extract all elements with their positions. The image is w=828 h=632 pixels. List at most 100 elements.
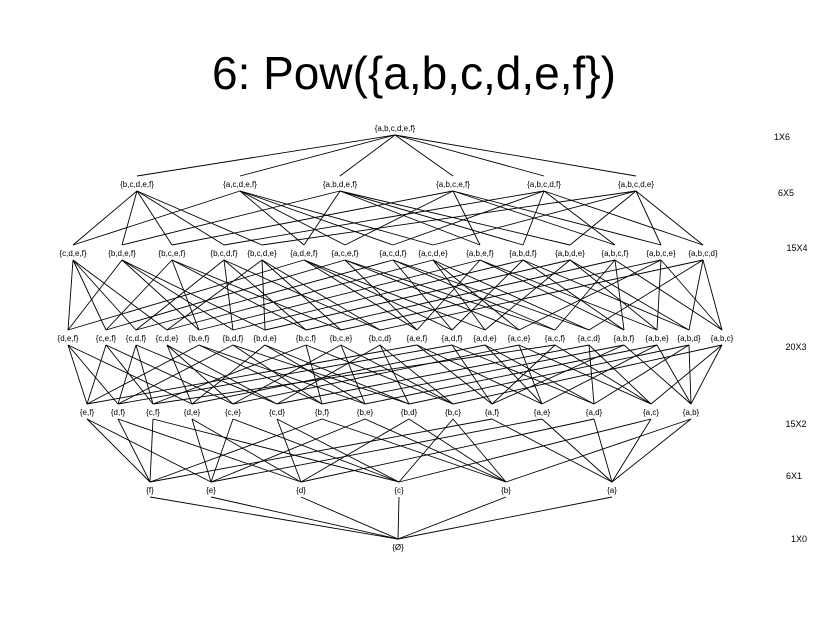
subset-edge bbox=[223, 259, 234, 331]
set-node-label: {a,b,c,d} bbox=[688, 249, 718, 258]
node-label-background bbox=[399, 333, 435, 343]
subset-edge bbox=[398, 418, 454, 483]
level-count-label: 1X0 bbox=[791, 534, 807, 544]
subset-edge bbox=[397, 496, 613, 540]
subset-edge bbox=[688, 344, 692, 405]
subset-edge bbox=[392, 259, 590, 331]
subset-edge bbox=[210, 418, 234, 483]
node-label-background bbox=[105, 407, 131, 417]
subset-edge bbox=[261, 190, 637, 246]
level-count-label: 20X3 bbox=[785, 342, 806, 352]
subset-edge bbox=[264, 259, 571, 331]
subset-edge bbox=[656, 259, 662, 331]
subset-edge bbox=[210, 418, 366, 483]
subset-edge bbox=[67, 344, 88, 405]
lattice-level-4: {e,f}{d,f}{c,f}{d,e}{c,e}{c,d}{b,f}{b,e}… bbox=[74, 407, 704, 417]
set-node-label: {c,f} bbox=[146, 408, 160, 417]
node-label-background bbox=[179, 407, 205, 417]
subset-edge bbox=[650, 344, 723, 405]
set-node-label: {e,f} bbox=[80, 408, 95, 417]
subset-edge bbox=[408, 418, 507, 483]
subset-edge bbox=[86, 418, 212, 483]
lattice-level-6: {Ø} bbox=[389, 542, 407, 552]
set-node-label: {a,d,f} bbox=[442, 334, 463, 343]
subset-edge bbox=[121, 190, 341, 246]
set-node-label: {a,e,f} bbox=[407, 334, 428, 343]
subset-edge bbox=[121, 190, 138, 246]
set-node-label: {d} bbox=[296, 486, 306, 495]
subset-edge bbox=[518, 344, 652, 405]
subset-edge bbox=[339, 190, 524, 246]
subset-edge bbox=[135, 259, 225, 331]
node-label-background bbox=[292, 485, 310, 495]
subset-edge bbox=[239, 134, 396, 177]
subset-edge bbox=[518, 259, 662, 331]
subset-edge bbox=[569, 259, 690, 331]
set-node-label: {a,c,d,e} bbox=[418, 249, 448, 258]
subset-edge bbox=[484, 259, 571, 331]
node-label-background bbox=[581, 407, 607, 417]
subset-edge bbox=[135, 344, 154, 405]
level-count-label: 15X4 bbox=[786, 243, 807, 253]
node-label-background bbox=[479, 407, 505, 417]
subset-edge bbox=[191, 418, 302, 483]
subset-edge bbox=[392, 259, 453, 331]
set-node-label: {a,b,d,f} bbox=[509, 249, 537, 258]
subset-edge bbox=[593, 344, 690, 405]
subset-edge bbox=[339, 190, 571, 246]
subset-edge bbox=[261, 259, 381, 331]
subset-edge bbox=[276, 418, 400, 483]
subset-edge bbox=[392, 190, 545, 246]
subset-edge bbox=[484, 344, 543, 405]
set-node-label: {b,d,e} bbox=[253, 334, 276, 343]
node-label-background bbox=[240, 248, 284, 258]
set-node-label: {a,b,c,d,e} bbox=[618, 180, 654, 189]
node-label-background bbox=[264, 407, 290, 417]
set-node-label: {c,d,e} bbox=[156, 334, 179, 343]
set-node-label: {a,c} bbox=[643, 408, 659, 417]
set-node-label: {b,d} bbox=[401, 408, 418, 417]
set-node-label: {e} bbox=[206, 486, 216, 495]
subset-edge bbox=[166, 344, 193, 405]
subset-edge bbox=[232, 418, 400, 483]
subset-edge bbox=[394, 134, 545, 177]
set-node-label: {c,e} bbox=[225, 408, 241, 417]
subset-edge bbox=[344, 259, 418, 331]
subset-edge bbox=[593, 418, 613, 483]
set-node-label: {a,c,d,e,f} bbox=[223, 180, 257, 189]
subset-edge bbox=[635, 190, 704, 246]
subset-edge bbox=[86, 418, 151, 483]
node-label-background bbox=[100, 248, 144, 258]
node-label-background bbox=[202, 485, 220, 495]
subset-edge bbox=[136, 190, 263, 246]
subset-edge bbox=[364, 344, 658, 405]
subset-edge bbox=[105, 344, 154, 405]
edge-group bbox=[67, 134, 723, 540]
set-node-label: {b,c,d,e,f} bbox=[120, 180, 154, 189]
subset-edge bbox=[276, 344, 590, 405]
subset-edge bbox=[569, 259, 658, 331]
subset-edge bbox=[232, 259, 524, 331]
lattice-level-3: {d,e,f}{c,e,f}{c,d,f}{c,d,e}{b,e,f}{b,d,… bbox=[50, 333, 740, 343]
subset-edge bbox=[171, 190, 454, 246]
set-node-label: {a,d} bbox=[586, 408, 603, 417]
node-label-background bbox=[501, 248, 545, 258]
set-node-label: {c} bbox=[394, 486, 404, 495]
subset-edge bbox=[105, 344, 234, 405]
node-label-background bbox=[440, 407, 466, 417]
lattice-level-1: {b,c,d,e,f}{a,c,d,e,f}{a,b,d,e,f}{a,b,c,… bbox=[111, 179, 662, 189]
set-node-label: {a,b,e} bbox=[645, 334, 668, 343]
node-label-background bbox=[181, 333, 217, 343]
node-label-background bbox=[371, 248, 415, 258]
set-node-label: {a,c,e,f} bbox=[331, 249, 358, 258]
subset-edge bbox=[67, 259, 123, 331]
level-count-label: 6X1 bbox=[786, 471, 802, 481]
subset-edge bbox=[135, 259, 394, 331]
subset-edge bbox=[239, 190, 434, 246]
set-node-label: {a,b,c,e} bbox=[646, 249, 676, 258]
subset-edge bbox=[305, 344, 454, 405]
set-node-label: {a,b,d,e} bbox=[555, 249, 585, 258]
node-label-background bbox=[51, 248, 95, 258]
subset-edge bbox=[305, 344, 323, 405]
